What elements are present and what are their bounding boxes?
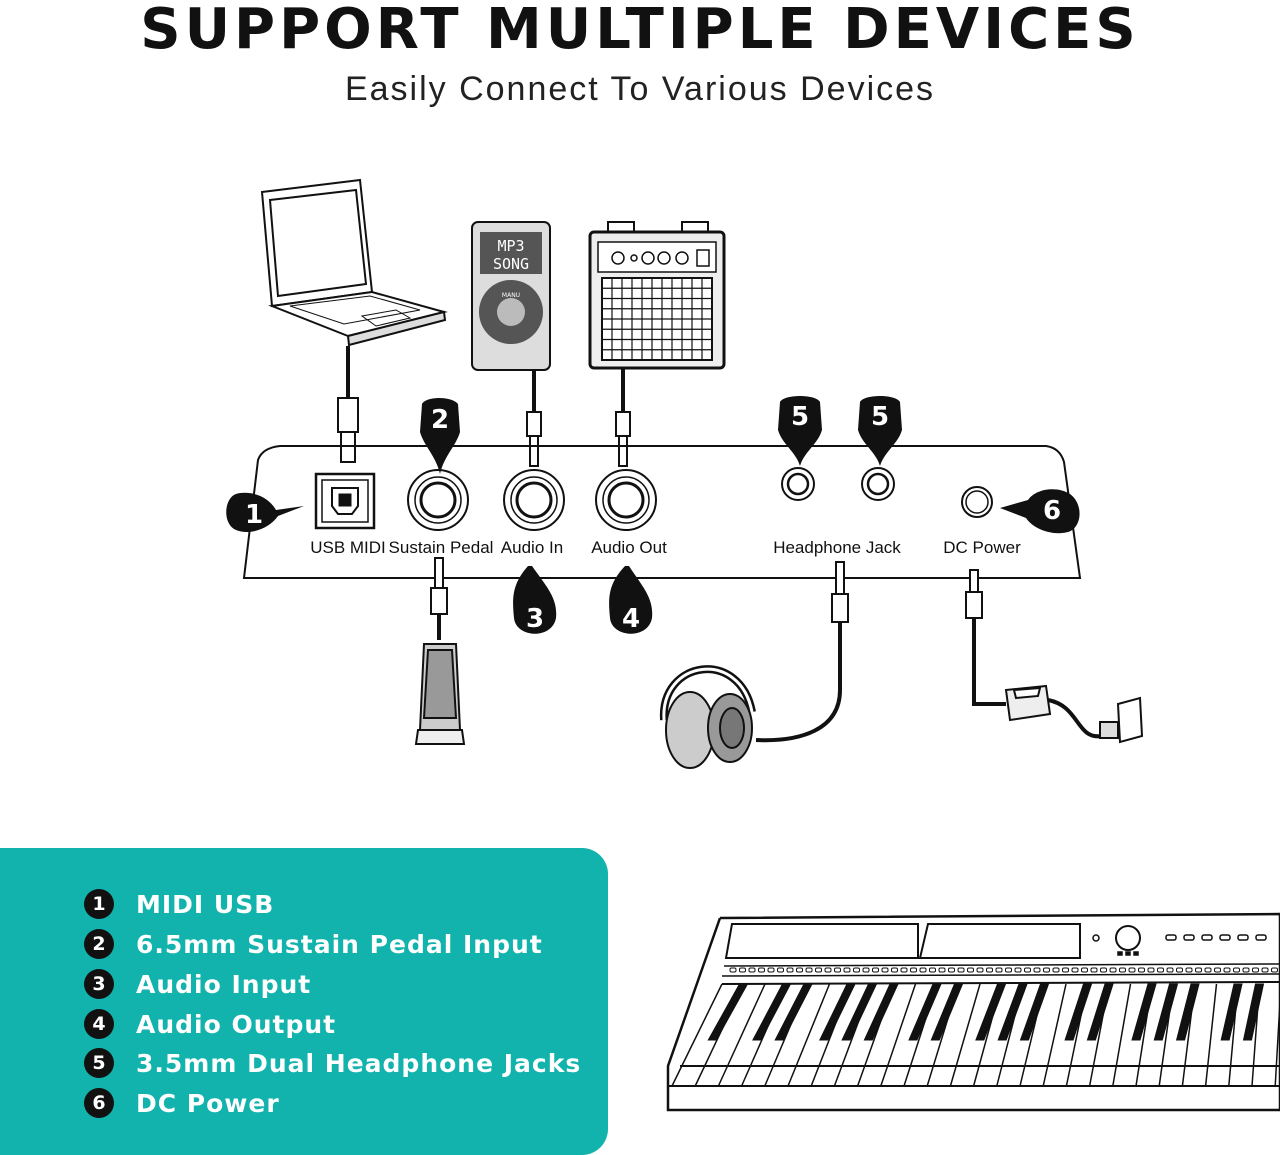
port-number-5a: 5	[791, 402, 809, 432]
legend-number-6: 6	[84, 1088, 114, 1118]
headphone-plug-icon	[831, 561, 849, 623]
keyboard-piano-icon	[666, 912, 1280, 1112]
headphone-jack-port-1	[781, 467, 815, 501]
port-number-4: 4	[622, 604, 640, 634]
pointing-hand-icon-2: 2	[420, 398, 460, 474]
legend-number-4: 4	[84, 1009, 114, 1039]
sustain-pedal-plug-icon	[430, 557, 448, 615]
port-number-5b: 5	[871, 402, 889, 432]
wall-outlet-icon	[1099, 696, 1144, 744]
legend-number-1: 1	[84, 889, 114, 919]
port-label-usb-midi: USB MIDI	[310, 538, 386, 557]
legend-label: DC Power	[136, 1088, 280, 1118]
legend-item: 1 MIDI USB	[84, 886, 274, 922]
legend-item: 5 3.5mm Dual Headphone Jacks	[84, 1045, 581, 1081]
pointing-hand-icon-4: 4	[609, 566, 653, 634]
keyboard-back-panel	[242, 445, 1082, 579]
mp3-menu-label: MANU	[502, 292, 520, 299]
page-title: SUPPORT MULTIPLE DEVICES	[140, 0, 1140, 62]
port-number-2: 2	[431, 405, 449, 435]
usb-midi-port	[314, 472, 376, 530]
pointing-hand-icon-6: 6	[1000, 489, 1080, 534]
audio-in-port	[503, 469, 565, 531]
pointing-hand-icon-5a: 5	[778, 396, 822, 466]
legend-item: 2 6.5mm Sustain Pedal Input	[84, 926, 543, 962]
pointing-hand-icon-1: 1	[226, 492, 304, 533]
audio-out-plug-icon	[615, 411, 631, 467]
port-label-audio-in: Audio In	[501, 538, 563, 557]
headphones-icon	[659, 665, 756, 769]
audio-in-plug-icon	[526, 411, 542, 467]
legend-number-5: 5	[84, 1048, 114, 1078]
port-label-audio-out: Audio Out	[591, 538, 667, 557]
audio-out-port	[595, 469, 657, 531]
legend-label: Audio Input	[136, 969, 312, 999]
legend-label: Audio Output	[136, 1009, 337, 1039]
pointing-hand-icon-3: 3	[513, 566, 557, 634]
port-number-1: 1	[245, 500, 263, 530]
amplifier-icon	[588, 221, 726, 370]
laptop-icon	[260, 178, 448, 347]
sustain-pedal-icon	[414, 643, 466, 745]
port-number-6: 6	[1043, 496, 1061, 526]
dc-power-port	[961, 486, 993, 518]
power-adapter-icon	[1004, 684, 1052, 722]
legend-label: 3.5mm Dual Headphone Jacks	[136, 1048, 582, 1078]
headphone-jack-port-2	[861, 467, 895, 501]
legend-item: 4 Audio Output	[84, 1006, 336, 1042]
port-label-headphone-jack: Headphone Jack	[773, 538, 901, 557]
mp3-player-icon: MP3 SONG MANU	[471, 221, 551, 371]
legend-label: MIDI USB	[136, 889, 275, 919]
page-subtitle: Easily Connect To Various Devices	[344, 70, 936, 108]
mp3-screen-line1: MP3	[497, 237, 524, 255]
headphone-cable	[755, 622, 842, 743]
ac-cable	[1047, 698, 1103, 739]
pointing-hand-icon-5b: 5	[858, 396, 902, 466]
mp3-screen-line2: SONG	[493, 255, 529, 273]
legend-number-2: 2	[84, 929, 114, 959]
legend-item: 6 DC Power	[84, 1085, 280, 1121]
dc-cable	[972, 618, 1006, 706]
usb-plug-icon	[337, 397, 359, 463]
port-label-sustain-pedal: Sustain Pedal	[389, 538, 494, 557]
sustain-pedal-port	[407, 469, 469, 531]
legend-number-3: 3	[84, 969, 114, 999]
port-label-dc-power: DC Power	[943, 538, 1021, 557]
port-number-3: 3	[526, 604, 544, 634]
legend-label: 6.5mm Sustain Pedal Input	[136, 929, 543, 959]
legend-item: 3 Audio Input	[84, 966, 311, 1002]
